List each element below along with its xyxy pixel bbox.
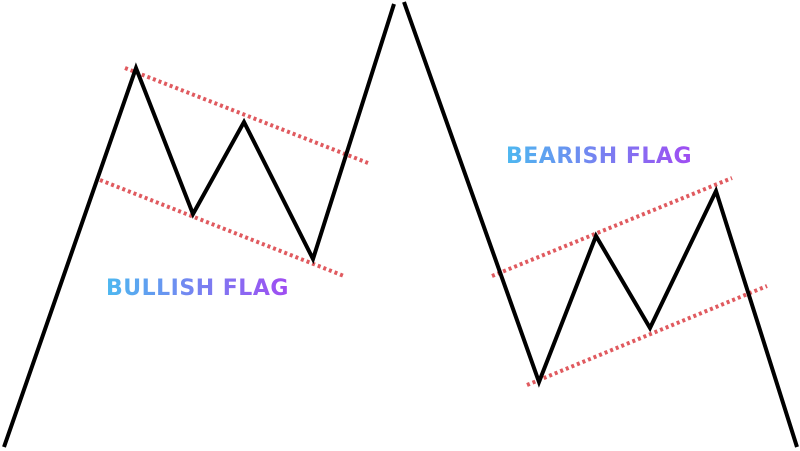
bullish-flag-lower-channel [99, 178, 345, 278]
bearish-flag-lower-channel [526, 284, 768, 387]
bullish-flag-label: BULLISH FLAG [106, 276, 289, 301]
bearish-flag-label: BEARISH FLAG [506, 144, 692, 169]
bullish-flag-upper-channel [124, 66, 369, 165]
bullish-price-path [2, 3, 396, 448]
bearish-flag-upper-channel [491, 176, 733, 278]
bearish-price-path [402, 1, 799, 448]
